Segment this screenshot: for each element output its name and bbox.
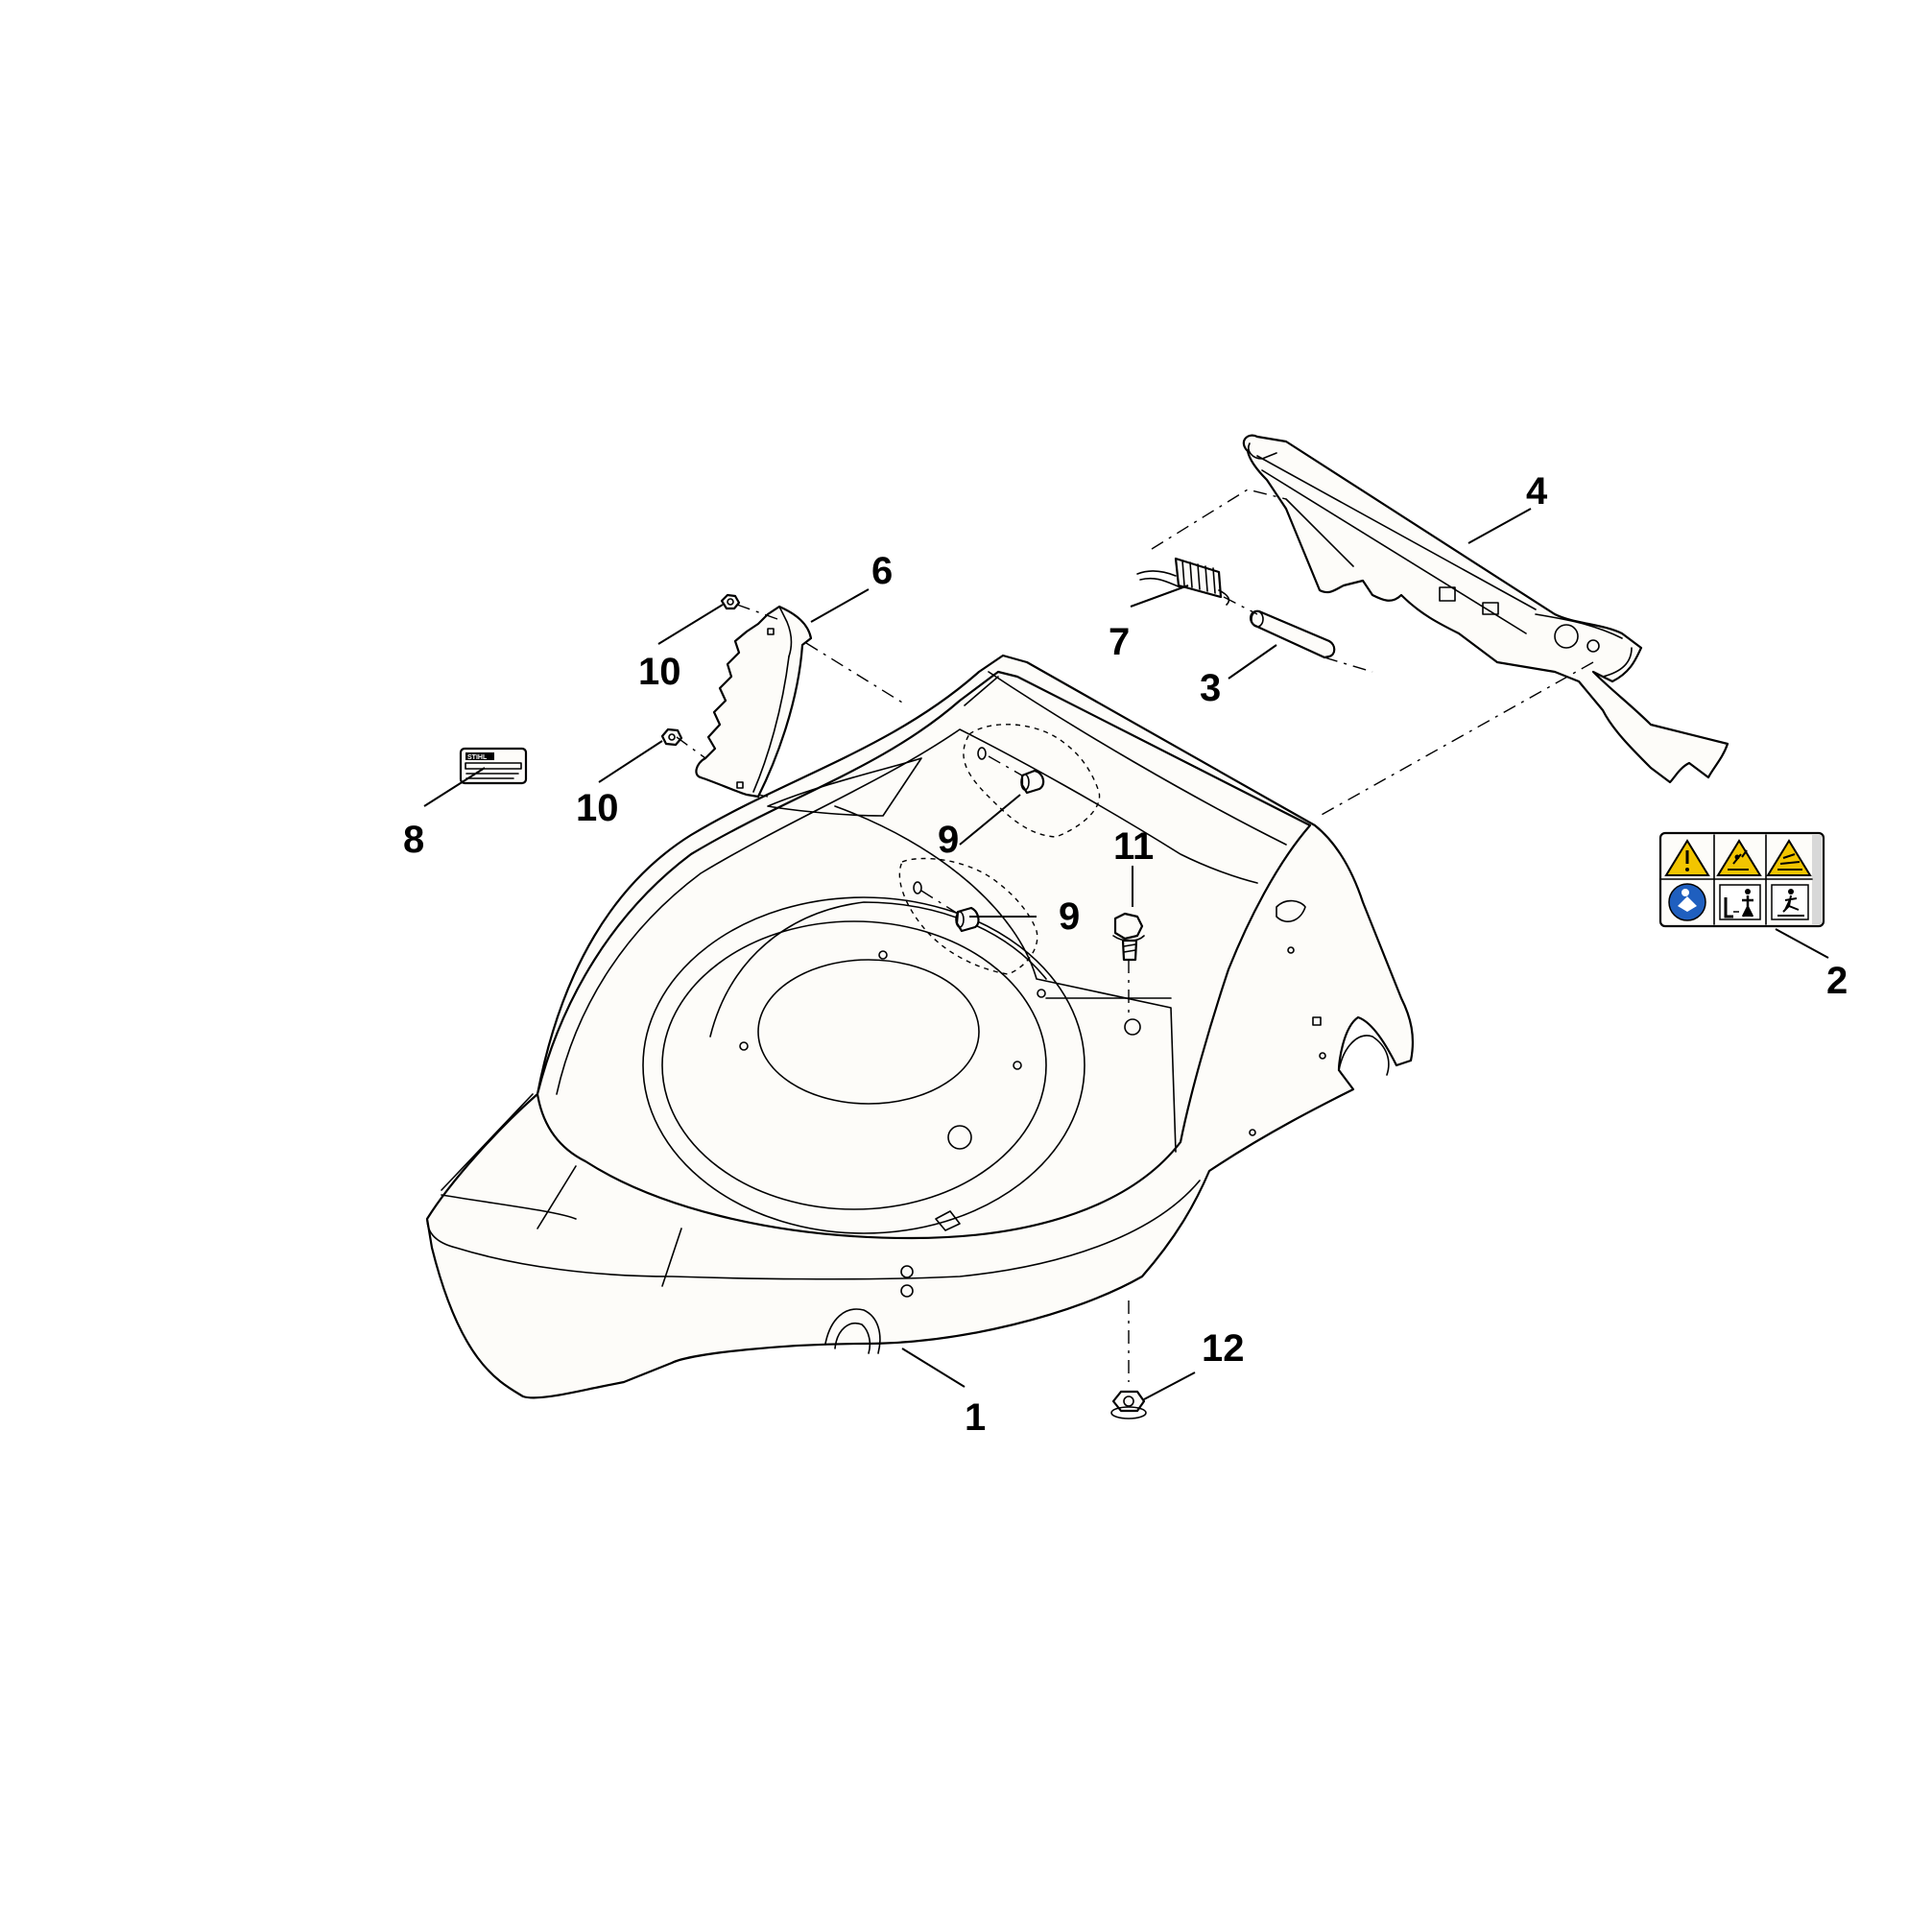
read-manual-icon	[1668, 883, 1706, 921]
warning-decal	[1658, 831, 1825, 928]
callout-6: 6	[871, 550, 893, 592]
svg-text:STIHL: STIHL	[467, 754, 488, 761]
callout-10-upper: 10	[638, 651, 681, 693]
flange-bolt	[1112, 912, 1145, 962]
rating-label: STIHL	[459, 747, 528, 785]
callout-8: 8	[403, 819, 424, 861]
callout-2: 2	[1826, 960, 1848, 1002]
warning-triangle-icon	[1664, 839, 1710, 876]
torsion-spring	[1136, 557, 1230, 606]
rivet-upper	[963, 724, 1101, 838]
callout-3: 3	[1200, 667, 1221, 709]
leader-lines	[423, 508, 1829, 1400]
nut-lower	[660, 727, 683, 747]
rivet-lower	[898, 857, 1038, 975]
callout-10-lower: 10	[576, 787, 619, 829]
disconnect-before-maintenance-icon	[1771, 884, 1809, 920]
assembly-lines	[676, 489, 1594, 1382]
height-adjust-rack	[695, 605, 813, 799]
thrown-objects-warning-icon	[1716, 839, 1762, 876]
callout-4: 4	[1526, 470, 1548, 513]
callout-labels: 1 2 3 4 6 7 8 9 9 10 10 11 12	[403, 470, 1848, 1439]
callout-9-lower: 9	[1059, 895, 1080, 938]
keep-distance-icon	[1719, 884, 1761, 920]
nut-upper	[720, 593, 741, 610]
callout-9-upper: 9	[938, 819, 959, 861]
rear-flap	[1242, 434, 1729, 784]
hinge-pin	[1250, 609, 1336, 659]
callout-11: 11	[1113, 825, 1154, 868]
callout-12: 12	[1202, 1327, 1245, 1370]
callout-7: 7	[1109, 621, 1130, 663]
mower-deck	[425, 654, 1415, 1399]
callout-1: 1	[965, 1396, 986, 1439]
blade-hazard-warning-icon	[1766, 839, 1812, 876]
flange-nut	[1110, 1390, 1147, 1419]
